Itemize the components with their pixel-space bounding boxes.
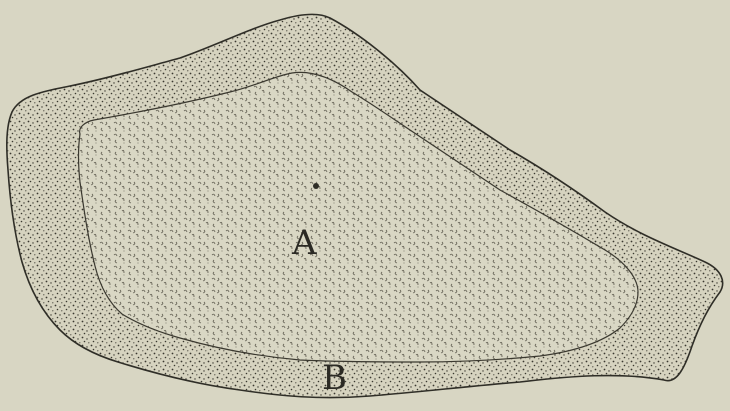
label-a: A <box>291 223 317 263</box>
label-b: B <box>322 358 347 398</box>
center-dot <box>313 183 319 189</box>
